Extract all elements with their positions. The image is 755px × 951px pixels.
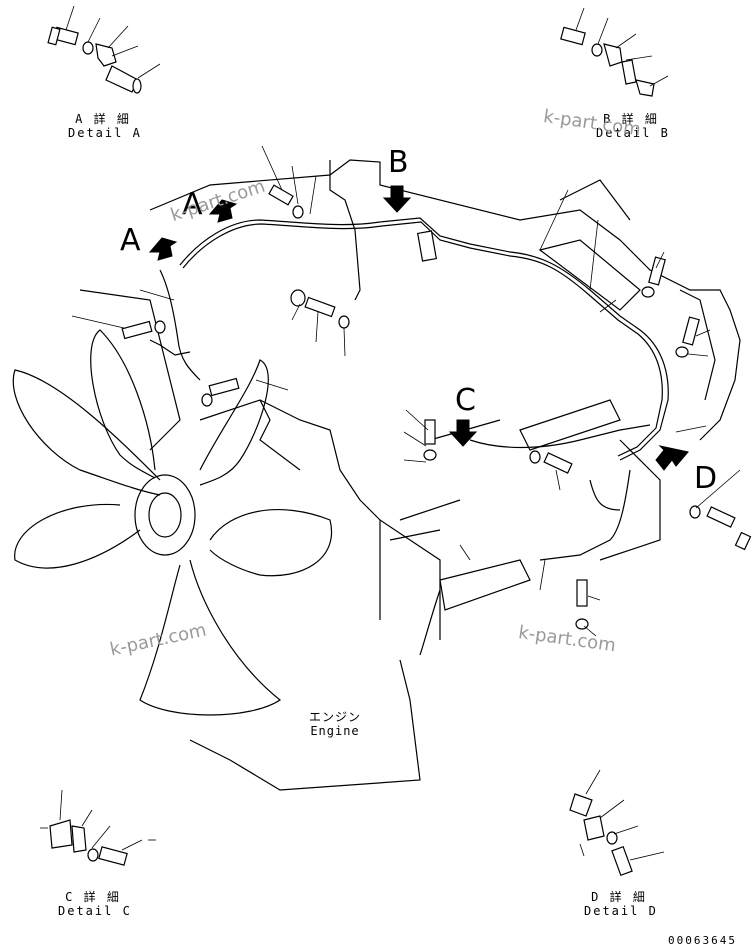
view-arrows xyxy=(148,185,689,471)
detail-a-drawing xyxy=(47,5,161,94)
detail-a-en: Detail A xyxy=(68,126,142,140)
detail-b-jp: B 詳 細 xyxy=(603,112,659,126)
view-letter-d: D xyxy=(694,461,718,496)
view-letter-c: C xyxy=(455,383,476,418)
hardware-parts xyxy=(71,145,752,637)
detail-c-en: Detail C xyxy=(58,904,132,918)
detail-c-label: C 詳 細 Detail C xyxy=(58,890,132,918)
engine-label: エンジン Engine xyxy=(300,710,370,738)
detail-c-jp: C 詳 細 xyxy=(65,890,121,904)
wiring-harness xyxy=(149,217,669,656)
engine-outline xyxy=(149,159,741,791)
detail-d-en: Detail D xyxy=(584,904,658,918)
view-letter-b: B xyxy=(388,145,409,180)
engine-label-jp: エンジン xyxy=(308,710,361,724)
detail-b-label: B 詳 細 Detail B xyxy=(596,112,670,140)
detail-c-drawing xyxy=(40,789,156,866)
part-number: 00063645 xyxy=(668,934,737,947)
view-letter-a2: A xyxy=(182,187,203,222)
detail-a-jp: A 詳 細 xyxy=(75,112,131,126)
detail-b-en: Detail B xyxy=(596,126,670,140)
detail-a-label: A 詳 細 Detail A xyxy=(68,112,142,140)
engine-label-en: Engine xyxy=(310,724,360,738)
detail-d-label: D 詳 細 Detail D xyxy=(584,890,658,918)
detail-d-jp: D 詳 細 xyxy=(591,890,647,904)
view-letter-a1: A xyxy=(120,223,141,258)
detail-d-drawing xyxy=(569,769,665,877)
detail-b-drawing xyxy=(560,7,669,97)
